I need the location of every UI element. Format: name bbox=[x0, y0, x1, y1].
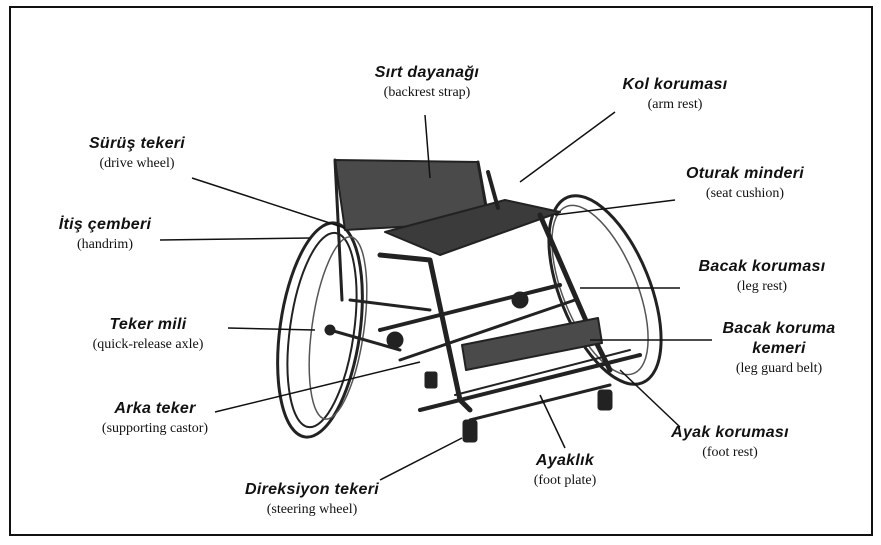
leader-armrest bbox=[520, 112, 615, 182]
label-seat-cushion: Oturak minderi (seat cushion) bbox=[660, 165, 830, 202]
wheelchair-drawing bbox=[265, 160, 684, 443]
leader-steering-wheel bbox=[380, 438, 462, 480]
label-steering-wheel-tr: Direksiyon tekeri bbox=[222, 481, 402, 499]
label-axle-en: (quick-release axle) bbox=[58, 337, 238, 353]
label-castor-en: (supporting castor) bbox=[70, 421, 240, 437]
label-foot-rest: Ayak koruması (foot rest) bbox=[645, 424, 815, 461]
label-axle: Teker mili (quick-release axle) bbox=[58, 316, 238, 353]
label-armrest-en: (arm rest) bbox=[600, 97, 750, 113]
label-leg-guard-belt-tr: Bacak koruma bbox=[694, 320, 864, 338]
label-handrim-en: (handrim) bbox=[35, 237, 175, 253]
label-drive-wheel: Sürüş tekeri (drive wheel) bbox=[62, 135, 212, 172]
leader-foot-plate bbox=[540, 395, 565, 448]
label-leg-rest-tr: Bacak koruması bbox=[672, 258, 852, 276]
label-seat-cushion-tr: Oturak minderi bbox=[660, 165, 830, 183]
label-foot-rest-en: (foot rest) bbox=[645, 445, 815, 461]
label-leg-rest-en: (leg rest) bbox=[672, 279, 852, 295]
leader-axle bbox=[228, 328, 315, 330]
label-leg-guard-belt: Bacak koruma kemeri (leg guard belt) bbox=[694, 320, 864, 377]
leader-castor bbox=[215, 362, 420, 412]
label-foot-rest-tr: Ayak koruması bbox=[645, 424, 815, 442]
label-armrest-tr: Kol koruması bbox=[600, 76, 750, 94]
label-castor-tr: Arka teker bbox=[70, 400, 240, 418]
label-drive-wheel-tr: Sürüş tekeri bbox=[62, 135, 212, 153]
leader-drive-wheel bbox=[192, 178, 345, 228]
label-leg-rest: Bacak koruması (leg rest) bbox=[672, 258, 852, 295]
label-foot-plate: Ayaklık (foot plate) bbox=[505, 452, 625, 489]
label-foot-plate-en: (foot plate) bbox=[505, 473, 625, 489]
label-foot-plate-tr: Ayaklık bbox=[505, 452, 625, 470]
leader-seat-cushion bbox=[555, 200, 675, 215]
label-backrest-en: (backrest strap) bbox=[352, 85, 502, 101]
label-backrest-tr: Sırt dayanağı bbox=[352, 64, 502, 82]
label-handrim-tr: İtiş çemberi bbox=[35, 216, 175, 234]
label-axle-tr: Teker mili bbox=[58, 316, 238, 334]
leader-handrim bbox=[160, 238, 310, 240]
label-steering-wheel: Direksiyon tekeri (steering wheel) bbox=[222, 481, 402, 518]
label-armrest: Kol koruması (arm rest) bbox=[600, 76, 750, 113]
label-handrim: İtiş çemberi (handrim) bbox=[35, 216, 175, 253]
label-drive-wheel-en: (drive wheel) bbox=[62, 156, 212, 172]
label-seat-cushion-en: (seat cushion) bbox=[660, 186, 830, 202]
label-castor: Arka teker (supporting castor) bbox=[70, 400, 240, 437]
label-backrest: Sırt dayanağı (backrest strap) bbox=[352, 64, 502, 101]
label-leg-guard-belt-tr2: kemeri bbox=[694, 340, 864, 358]
label-leg-guard-belt-en: (leg guard belt) bbox=[694, 361, 864, 377]
label-steering-wheel-en: (steering wheel) bbox=[222, 502, 402, 518]
